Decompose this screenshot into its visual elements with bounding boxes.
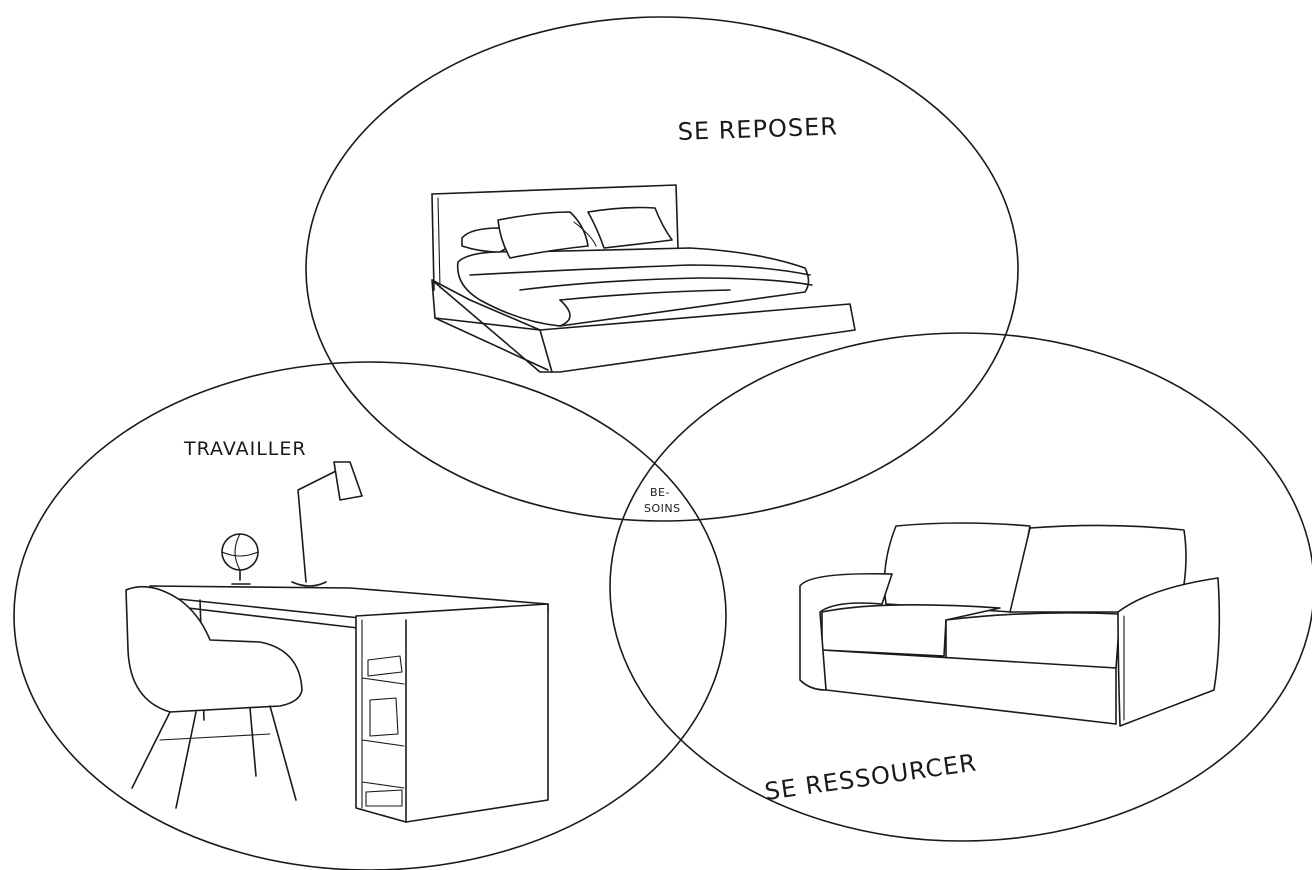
label-recharge: SE RESSOURCER [763,748,979,805]
center-label-line2: SOINS [644,502,681,515]
label-work: TRAVAILLER [183,438,307,460]
desk-icon [126,462,548,822]
sofa-icon [800,523,1219,726]
center-label-line1: BE- [650,486,670,499]
label-rest: SE REPOSER [677,112,838,146]
bed-icon [432,185,855,372]
